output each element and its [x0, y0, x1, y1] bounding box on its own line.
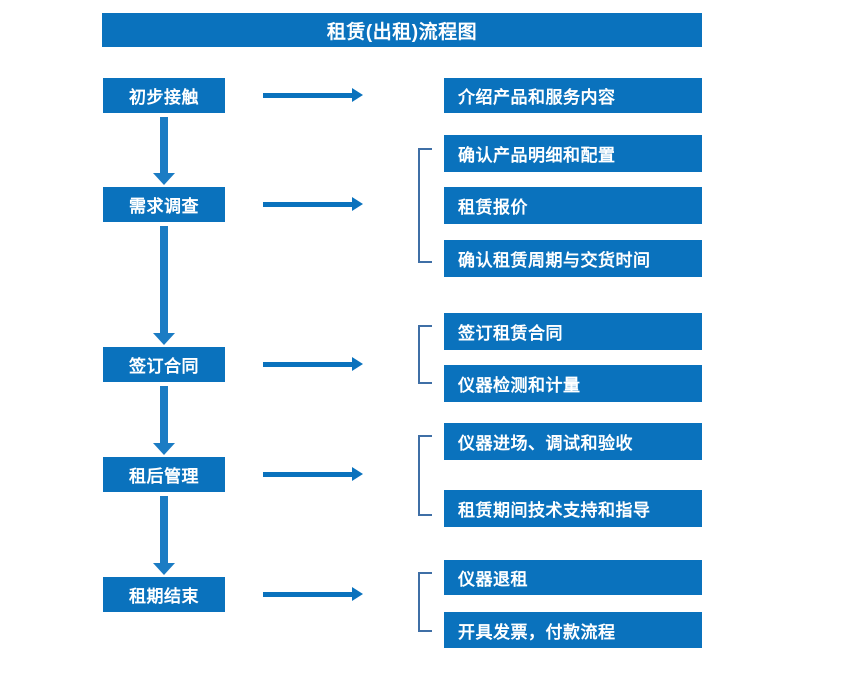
stage-box-5[interactable]: 租期结束 [103, 577, 225, 612]
branch-arrow-2 [263, 197, 363, 211]
branch-arrow-3 [263, 357, 363, 371]
flow-arrow-down-3 [153, 386, 175, 455]
task-box-8[interactable]: 租赁期间技术支持和指导 [444, 490, 702, 527]
task-box-1[interactable]: 介绍产品和服务内容 [444, 78, 702, 113]
stage-box-4[interactable]: 租后管理 [103, 457, 225, 492]
task-box-3[interactable]: 租赁报价 [444, 187, 702, 224]
bracket-group-3 [418, 325, 432, 384]
task-box-6[interactable]: 仪器检测和计量 [444, 365, 702, 402]
stage-box-3[interactable]: 签订合同 [103, 347, 225, 382]
task-box-10[interactable]: 开具发票，付款流程 [444, 612, 702, 648]
branch-arrow-5 [263, 587, 363, 601]
task-box-5[interactable]: 签订租赁合同 [444, 313, 702, 350]
flow-arrow-down-4 [153, 496, 175, 575]
bracket-group-5 [418, 572, 432, 632]
stage-box-2[interactable]: 需求调查 [103, 187, 225, 222]
flow-arrow-down-2 [153, 226, 175, 345]
task-box-7[interactable]: 仪器进场、调试和验收 [444, 423, 702, 460]
branch-arrow-4 [263, 467, 363, 481]
task-box-4[interactable]: 确认租赁周期与交货时间 [444, 240, 702, 277]
task-box-9[interactable]: 仪器退租 [444, 560, 702, 595]
bracket-group-4 [418, 435, 432, 516]
flow-arrow-down-1 [153, 117, 175, 185]
bracket-group-2 [418, 148, 432, 263]
stage-box-1[interactable]: 初步接触 [103, 78, 225, 113]
task-box-2[interactable]: 确认产品明细和配置 [444, 135, 702, 172]
diagram-title: 租赁(出租)流程图 [102, 13, 702, 47]
branch-arrow-1 [263, 88, 363, 102]
